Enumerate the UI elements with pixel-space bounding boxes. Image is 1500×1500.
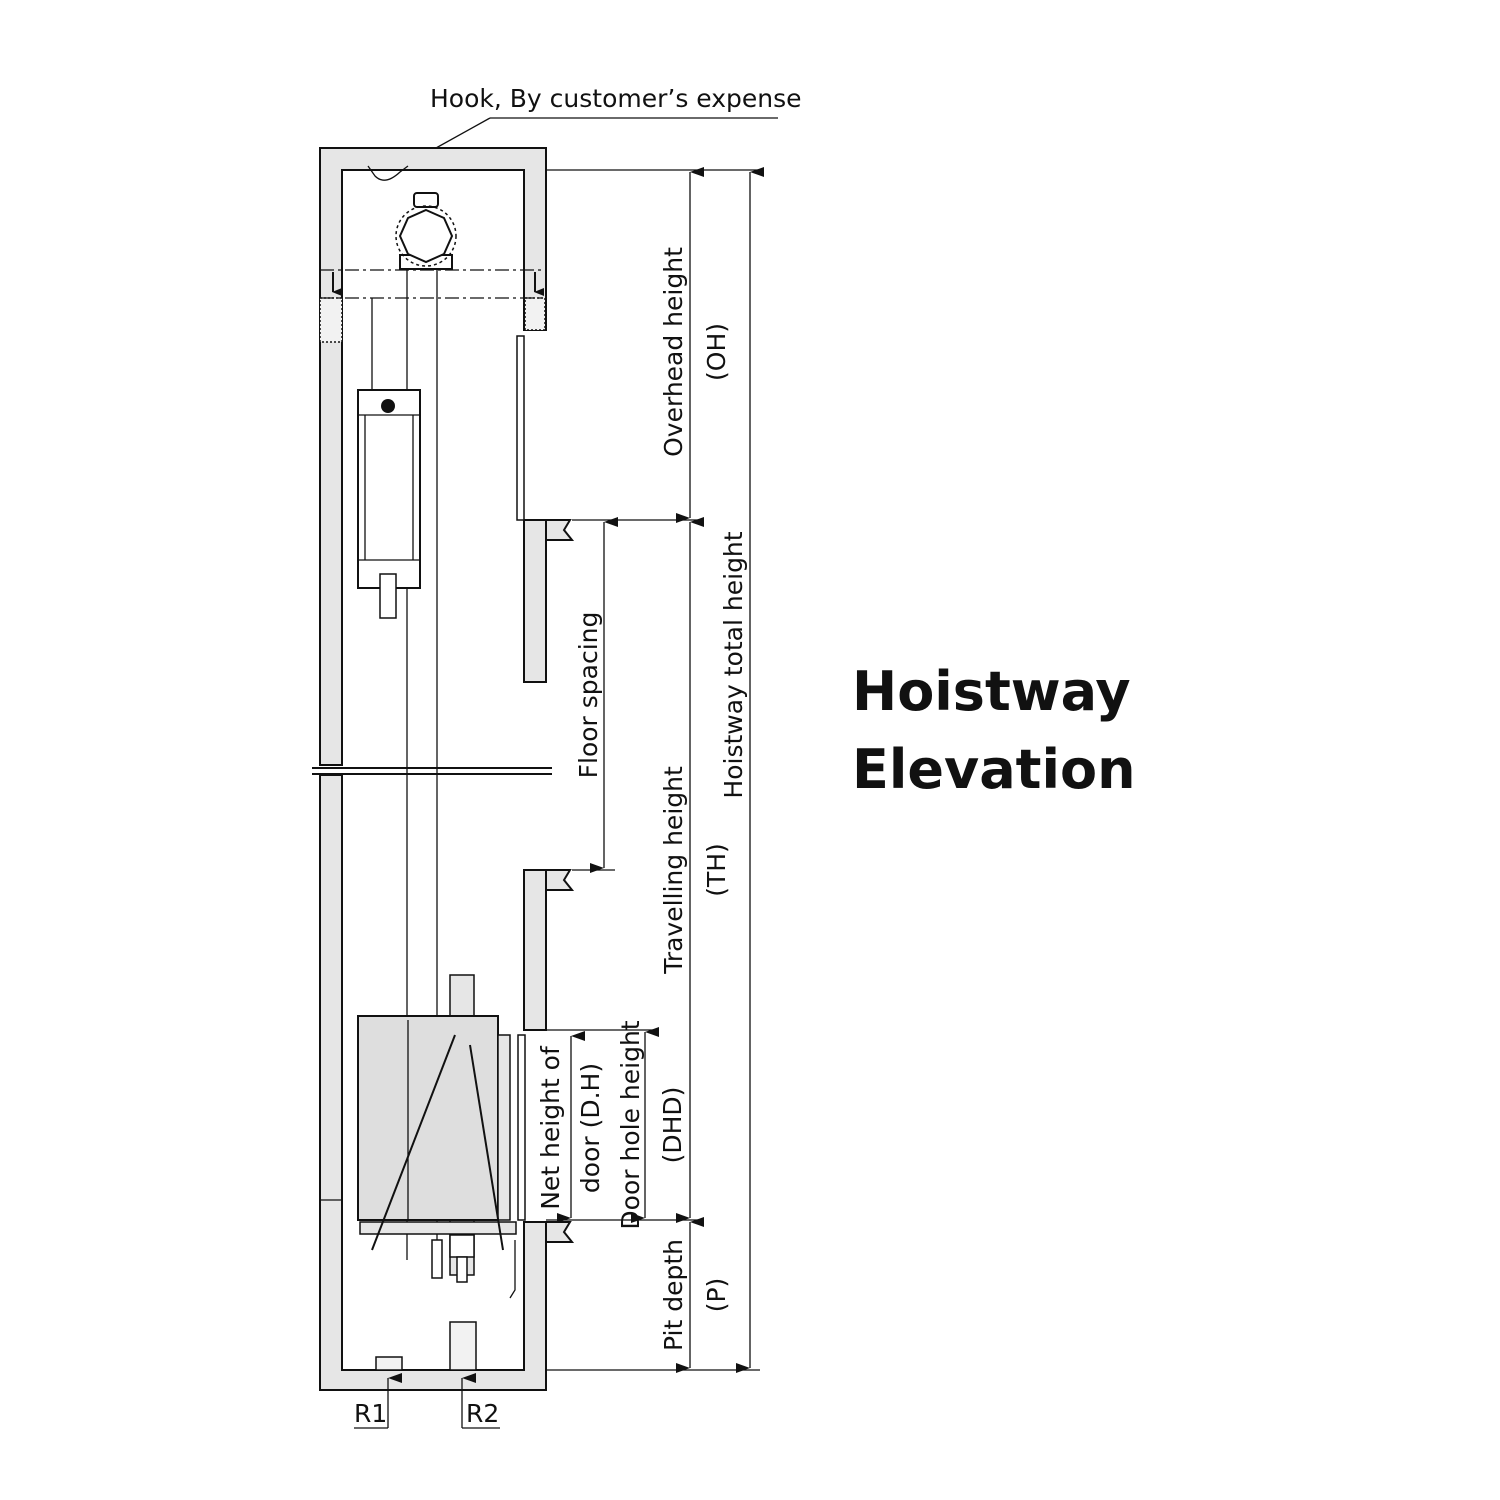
dimension-lines — [557, 167, 764, 1373]
floor-spacing-label: Floor spacing — [574, 612, 603, 779]
hoistway-walls — [312, 147, 575, 1391]
door-hole-abbr-label: (DHD) — [658, 1087, 687, 1164]
buffer-leaders: R1 R2 — [354, 1373, 500, 1429]
dimension-labels: Overhead height (OH) Hoistway total heig… — [536, 247, 748, 1351]
door-hole-height-label: Door hole height — [616, 1020, 645, 1229]
net-height-door-label-1: Net height of — [536, 1045, 565, 1210]
counterweight — [357, 298, 421, 619]
hook-label: Hook, By customer’s expense — [430, 84, 802, 113]
machine-assembly — [320, 165, 546, 1260]
pit-depth-label: Pit depth — [659, 1239, 688, 1351]
net-height-door-label-2: door (D.H) — [576, 1063, 605, 1193]
r2-label: R2 — [466, 1399, 499, 1428]
title-line-1: Hoistway — [852, 660, 1131, 723]
hoistway-total-height-label: Hoistway total height — [719, 531, 748, 798]
overhead-abbr-label: (OH) — [702, 323, 731, 381]
overhead-height-label: Overhead height — [659, 247, 688, 457]
hook-annotation: Hook, By customer’s expense — [399, 84, 802, 169]
title-line-2: Elevation — [852, 738, 1136, 801]
pit-abbr-label: (P) — [702, 1278, 731, 1313]
elevator-car — [357, 974, 526, 1299]
travelling-height-label: Travelling height — [659, 766, 688, 975]
r1-label: R1 — [354, 1399, 387, 1428]
upper-landing-door — [516, 335, 525, 521]
travelling-abbr-label: (TH) — [702, 843, 731, 897]
